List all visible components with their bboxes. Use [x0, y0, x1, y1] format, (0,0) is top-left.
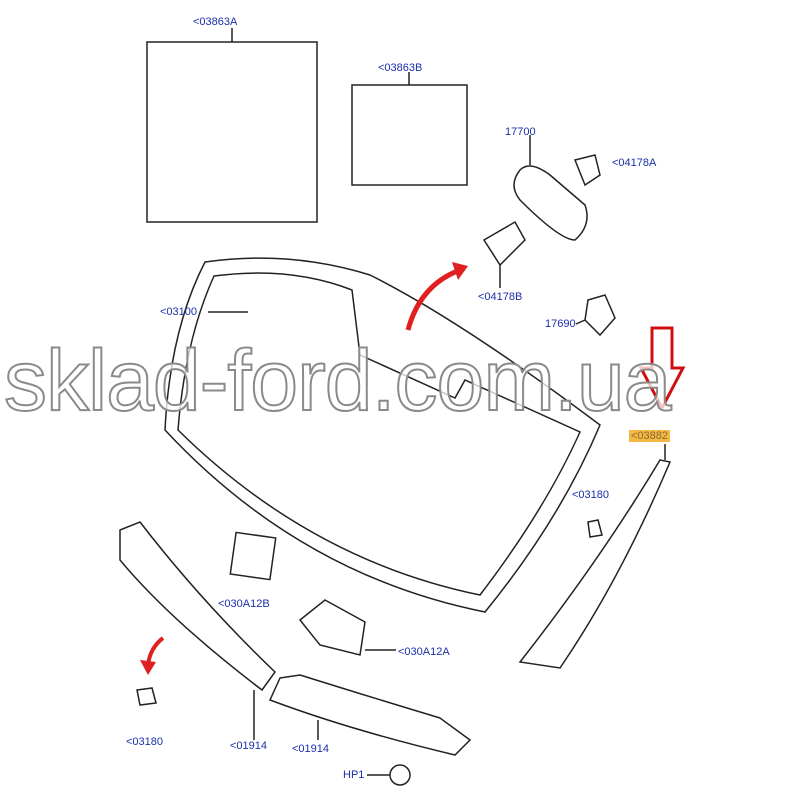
- label-04178a[interactable]: <04178A: [612, 157, 657, 169]
- arrow-icons: [140, 262, 686, 675]
- label-03863a[interactable]: <03863A: [193, 16, 238, 28]
- clip-hp1: [389, 764, 411, 786]
- label-030a12a[interactable]: <030A12A: [398, 646, 450, 658]
- label-17690[interactable]: 17690: [545, 318, 576, 330]
- bracket-04178b: [482, 220, 526, 267]
- label-03180[interactable]: <03180: [126, 736, 164, 748]
- watermark: sklad-ford.com.ua: [3, 333, 673, 429]
- bracket-030a12a: [298, 599, 366, 656]
- label-03100[interactable]: <03100: [160, 306, 198, 318]
- curved-arrow-icon: [146, 636, 165, 666]
- curved-arrow-icon: [405, 267, 461, 331]
- down-arrow-icon: [638, 326, 686, 412]
- label-04178b[interactable]: <04178B: [478, 291, 523, 303]
- label-03863b[interactable]: <03863B: [378, 62, 423, 74]
- label-17700[interactable]: 17700: [505, 126, 536, 138]
- cowl-panel-left: [119, 521, 276, 692]
- label-01914[interactable]: <01914: [292, 743, 330, 755]
- mirror-shape: [513, 165, 588, 241]
- kit-box-03863b: [351, 84, 468, 186]
- label-01914[interactable]: <01914: [230, 740, 268, 752]
- label-hp1[interactable]: HP1: [343, 769, 365, 781]
- cowl-panel-right: [268, 674, 472, 756]
- label-03882-highlighted[interactable]: <03882: [629, 430, 671, 442]
- pad-030a12b: [229, 531, 277, 581]
- windshield-inner: [177, 272, 581, 596]
- label-030a12b[interactable]: <030A12B: [218, 598, 270, 610]
- a-pillar-trim: [518, 459, 672, 669]
- windshield-outline: [164, 257, 601, 613]
- kit-box-03863a: [146, 41, 318, 223]
- label-03180[interactable]: <03180: [572, 489, 610, 501]
- bracket-04178a: [573, 154, 601, 187]
